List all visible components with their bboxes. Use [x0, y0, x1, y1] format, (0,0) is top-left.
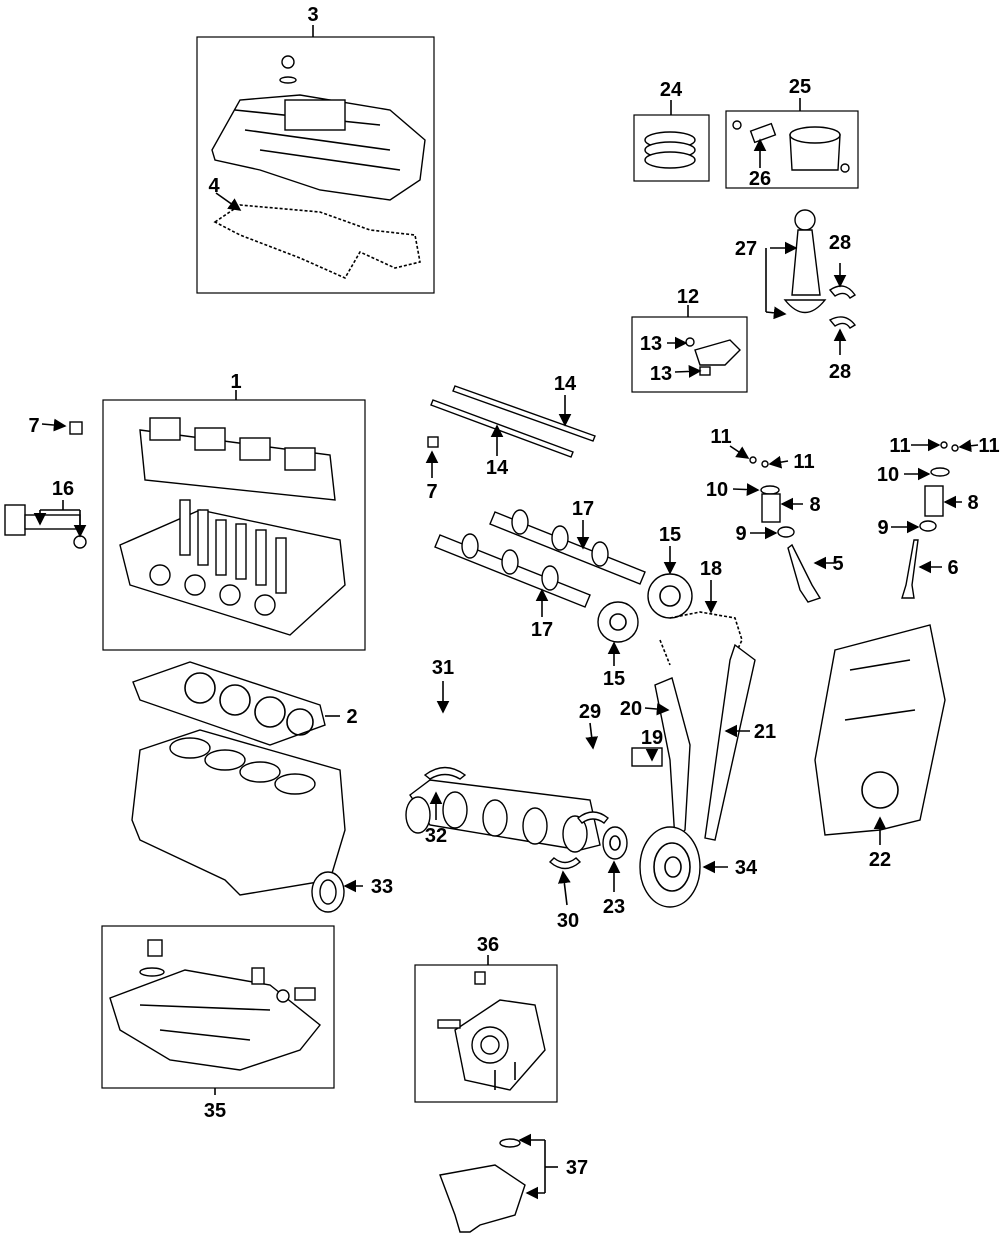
crankshaft-pulley	[639, 826, 701, 908]
callout-18: 18	[700, 558, 722, 580]
oil-strainer	[439, 1138, 526, 1233]
valve-parts-intake	[749, 456, 822, 603]
oil-pan	[109, 939, 321, 1071]
callout-20: 20	[620, 698, 642, 720]
piston-box	[725, 110, 859, 189]
callout-32: 32	[425, 825, 447, 847]
timing-chain-cover	[814, 624, 946, 836]
rod-bearings	[828, 285, 857, 329]
crankshaft-oil-seal	[311, 871, 345, 913]
chain-tensioner	[631, 747, 663, 767]
callout-35: 35	[204, 1100, 226, 1122]
callout-5: 5	[832, 553, 843, 575]
callout-11-d: 11	[978, 435, 999, 457]
thrust-washers	[423, 766, 467, 780]
callout-7-head: 7	[28, 415, 39, 437]
callout-4: 4	[208, 175, 220, 197]
timing-chain	[659, 611, 743, 666]
callout-29: 29	[579, 701, 601, 723]
rocker-arm	[685, 337, 741, 376]
main-bearing-upper	[577, 811, 609, 824]
oil-pump	[437, 971, 546, 1091]
crankshaft-sprocket	[602, 826, 628, 860]
plug	[69, 421, 83, 435]
main-bearing-lower	[548, 857, 582, 870]
callout-8-exhaust: 8	[967, 492, 978, 514]
callout-13-a: 13	[640, 333, 662, 355]
callout-9-exhaust: 9	[877, 517, 888, 539]
callout-13-b: 13	[650, 363, 672, 385]
valve-cover-gasket	[213, 204, 421, 280]
callout-31: 31	[432, 657, 454, 679]
oil-pump-group-box	[414, 964, 558, 1103]
piston	[732, 120, 850, 173]
oil-pan-group-box	[101, 925, 335, 1089]
callout-6: 6	[947, 557, 958, 579]
callout-11-a: 11	[710, 426, 731, 448]
callout-10-intake: 10	[706, 479, 728, 501]
callout-22: 22	[869, 849, 891, 871]
callout-27: 27	[735, 238, 757, 260]
rocker-arm-box	[631, 316, 748, 393]
valve-cover	[211, 55, 426, 201]
callout-17-a: 17	[572, 498, 594, 520]
callout-14-a: 14	[554, 373, 577, 395]
callout-labels: 3 4 1 2 5 6 7 7 8 8 9 9 10 10 11 11 11 1…	[28, 4, 999, 1179]
callout-2: 2	[346, 706, 357, 728]
callout-11-b: 11	[793, 451, 814, 473]
callout-17-b: 17	[531, 619, 553, 641]
camshafts	[434, 509, 646, 608]
leader-lines	[33, 25, 979, 1200]
callout-7-shaft: 7	[426, 481, 437, 503]
callout-15-b: 15	[603, 668, 625, 690]
callout-28-a: 28	[829, 232, 851, 254]
camshaft-holders	[139, 417, 336, 501]
callout-8-intake: 8	[809, 494, 820, 516]
vtc-oil-control-valve	[4, 504, 87, 549]
connecting-rod	[783, 209, 827, 314]
engine-block	[131, 729, 346, 896]
callout-19: 19	[641, 727, 663, 749]
callout-21: 21	[754, 721, 776, 743]
callout-9-intake: 9	[735, 523, 746, 545]
callout-36: 36	[477, 934, 499, 956]
callout-33: 33	[371, 876, 393, 898]
callout-34: 34	[735, 857, 758, 879]
callout-23: 23	[603, 896, 625, 918]
callout-10-exhaust: 10	[877, 464, 899, 486]
callout-24: 24	[660, 79, 683, 101]
head-gasket	[132, 661, 326, 746]
callout-15-a: 15	[659, 524, 681, 546]
callout-12: 12	[677, 286, 699, 308]
callout-11-c: 11	[889, 435, 910, 457]
callout-26: 26	[749, 168, 771, 190]
callout-1: 1	[230, 371, 241, 393]
valve-parts-exhaust	[901, 441, 959, 599]
cylinder-head-group-box	[102, 399, 366, 651]
callout-30: 30	[557, 910, 579, 932]
crankshaft	[405, 779, 601, 853]
rocker-shafts	[427, 385, 596, 458]
cylinder-head	[119, 499, 346, 636]
callout-16: 16	[52, 478, 74, 500]
valve-cover-group-box	[196, 36, 435, 294]
tensioner-arm	[654, 677, 691, 842]
callout-37: 37	[566, 1157, 588, 1179]
callout-14-b: 14	[486, 457, 509, 479]
callout-28-b: 28	[829, 361, 851, 383]
callout-3: 3	[307, 4, 318, 26]
piston-rings	[644, 131, 696, 169]
chain-guide	[704, 643, 756, 841]
callout-25: 25	[789, 76, 811, 98]
cam-sprockets	[597, 573, 693, 643]
